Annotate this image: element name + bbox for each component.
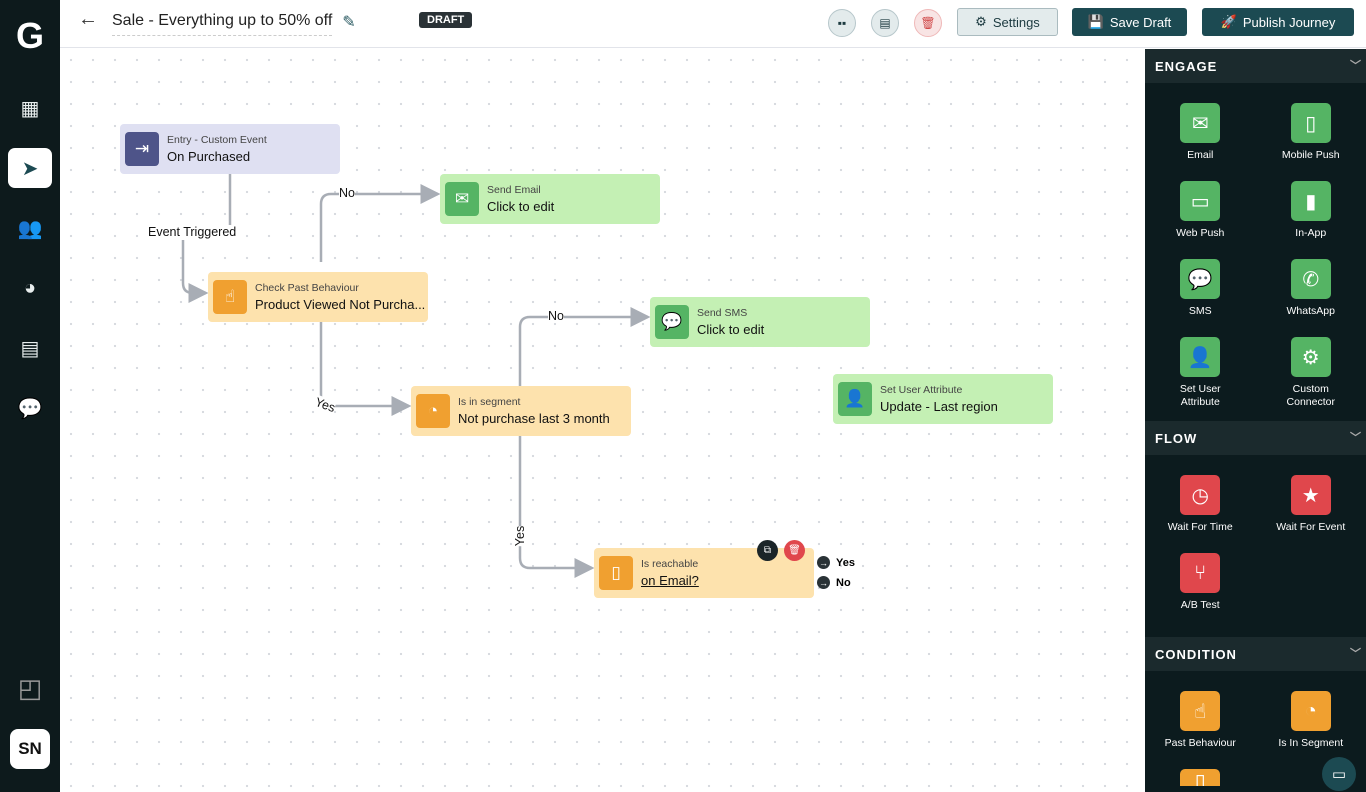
email-icon: ✉ — [445, 182, 479, 216]
arrow-right-icon: → — [817, 556, 830, 569]
edit-pencil-icon[interactable]: ✎ — [342, 14, 356, 31]
sms-icon: 💬 — [655, 305, 689, 339]
api-gear-icon: ⚙ — [1290, 337, 1331, 377]
publish-journey-button[interactable]: 🚀Publish Journey — [1202, 8, 1354, 36]
chevron-down-icon[interactable]: ﹀ — [1350, 60, 1362, 72]
section-flow[interactable]: FLOW﹀ — [1145, 421, 1366, 455]
section-condition[interactable]: CONDITION﹀ — [1145, 637, 1366, 671]
tile-in-app[interactable]: ▮In-App — [1256, 181, 1366, 259]
grid-view-button[interactable]: ▪▪ — [828, 9, 856, 37]
logo[interactable]: G — [15, 15, 44, 56]
edge — [518, 307, 651, 386]
no-output[interactable]: →No — [817, 576, 851, 589]
dashboard-icon[interactable]: ▦ — [20, 97, 40, 120]
back-arrow-icon[interactable]: ← — [78, 8, 98, 30]
edge-label: No — [339, 186, 355, 200]
tile-custom-connector[interactable]: ⚙Custom Connector — [1256, 337, 1366, 415]
tile-wait-for-event[interactable]: ★Wait For Event — [1256, 475, 1366, 553]
tile-set-user-attribute[interactable]: 👤Set User Attribute — [1145, 337, 1256, 415]
mobile-push-icon: ▯ — [1290, 103, 1331, 143]
tile-email[interactable]: ✉Email — [1145, 103, 1256, 181]
chat-icon[interactable]: 💬 — [17, 397, 43, 420]
delete-button[interactable]: 🗑 — [914, 9, 942, 37]
journey-canvas[interactable]: Event Triggered No Yes No Yes ⇥ Entry - … — [60, 49, 1145, 792]
chevron-down-icon[interactable]: ﹀ — [1350, 432, 1362, 444]
status-badge: DRAFT — [419, 12, 473, 28]
edge — [518, 436, 595, 578]
tile-sms[interactable]: 💬SMS — [1145, 259, 1256, 337]
whatsapp-icon: ✆ — [1290, 259, 1331, 299]
tap-hand-icon: ☝ — [213, 280, 247, 314]
email-icon: ✉ — [1180, 103, 1221, 143]
components-panel: ENGAGE﹀ ✉Email ▯Mobile Push ▭Web Push ▮I… — [1145, 49, 1366, 792]
settings-button[interactable]: ⚙Settings — [957, 8, 1058, 36]
tile-mobile-push[interactable]: ▯Mobile Push — [1256, 103, 1366, 181]
segment-pie-icon: ◔ — [416, 394, 450, 428]
edge-label: No — [548, 309, 564, 323]
edge-label: Yes — [513, 525, 528, 547]
section-engage[interactable]: ENGAGE﹀ — [1145, 49, 1366, 83]
sms-icon: 💬 — [1180, 259, 1221, 299]
tile-past-behaviour[interactable]: ☝Past Behaviour — [1145, 691, 1256, 769]
mobile-icon: ▯ — [599, 556, 633, 590]
user-icon: 👤 — [1180, 337, 1221, 377]
tile-reachable[interactable]: ▯ — [1145, 769, 1256, 786]
left-nav: G ▦ ➤ 👥 ◕ ▤ 💬 ◰ SN — [0, 0, 60, 792]
avatar[interactable]: SN — [10, 729, 50, 769]
copy-button[interactable]: ▤ — [871, 9, 899, 37]
edge-label: Yes — [313, 394, 338, 416]
journey-title[interactable]: Sale - Everything up to 50% off — [112, 12, 333, 36]
journeys-icon[interactable]: ➤ — [8, 148, 52, 188]
mobile-icon: ▯ — [1180, 769, 1221, 786]
document-icon[interactable]: ▤ — [20, 337, 40, 360]
chevron-down-icon[interactable]: ﹀ — [1350, 648, 1362, 660]
delete-node-icon[interactable]: 🗑 — [784, 540, 805, 561]
analytics-pie-icon[interactable]: ◕ — [23, 276, 37, 299]
arrow-right-icon: → — [817, 576, 830, 589]
laptop-icon: ▭ — [1180, 181, 1221, 221]
gear-icon: ⚙ — [975, 14, 987, 29]
header: ← Sale - Everything up to 50% off ✎ DRAF… — [60, 0, 1366, 48]
save-draft-button[interactable]: 💾Save Draft — [1072, 8, 1187, 36]
tile-is-in-segment[interactable]: ◔Is In Segment — [1256, 691, 1366, 769]
segment-pie-icon: ◔ — [1290, 691, 1331, 731]
phone-icon: ▮ — [1290, 181, 1331, 221]
tile-web-push[interactable]: ▭Web Push — [1145, 181, 1256, 259]
edge — [181, 240, 209, 303]
users-icon[interactable]: 👥 — [17, 217, 43, 240]
title-group: Sale - Everything up to 50% off ✎ — [112, 12, 356, 36]
edge-label: Event Triggered — [148, 225, 237, 239]
tile-wait-for-time[interactable]: ◷Wait For Time — [1145, 475, 1256, 553]
rocket-icon: 🚀 — [1220, 14, 1237, 29]
duplicate-node-icon[interactable]: ⧉ — [757, 540, 778, 561]
tile-whatsapp[interactable]: ✆WhatsApp — [1256, 259, 1366, 337]
user-icon: 👤 — [838, 382, 872, 416]
star-icon: ★ — [1290, 475, 1331, 515]
tap-hand-icon: ☝ — [1180, 691, 1221, 731]
save-icon: 💾 — [1087, 14, 1104, 29]
support-chat-button[interactable]: ▭ — [1322, 757, 1356, 791]
edge — [319, 322, 412, 416]
notification-icon[interactable]: ◰ — [17, 672, 43, 703]
split-icon: ⑂ — [1180, 553, 1221, 593]
yes-output[interactable]: →Yes — [817, 556, 855, 569]
entry-icon: ⇥ — [125, 132, 159, 166]
edge — [319, 184, 441, 262]
tile-ab-test[interactable]: ⑂A/B Test — [1145, 553, 1256, 631]
clock-icon: ◷ — [1180, 475, 1221, 515]
